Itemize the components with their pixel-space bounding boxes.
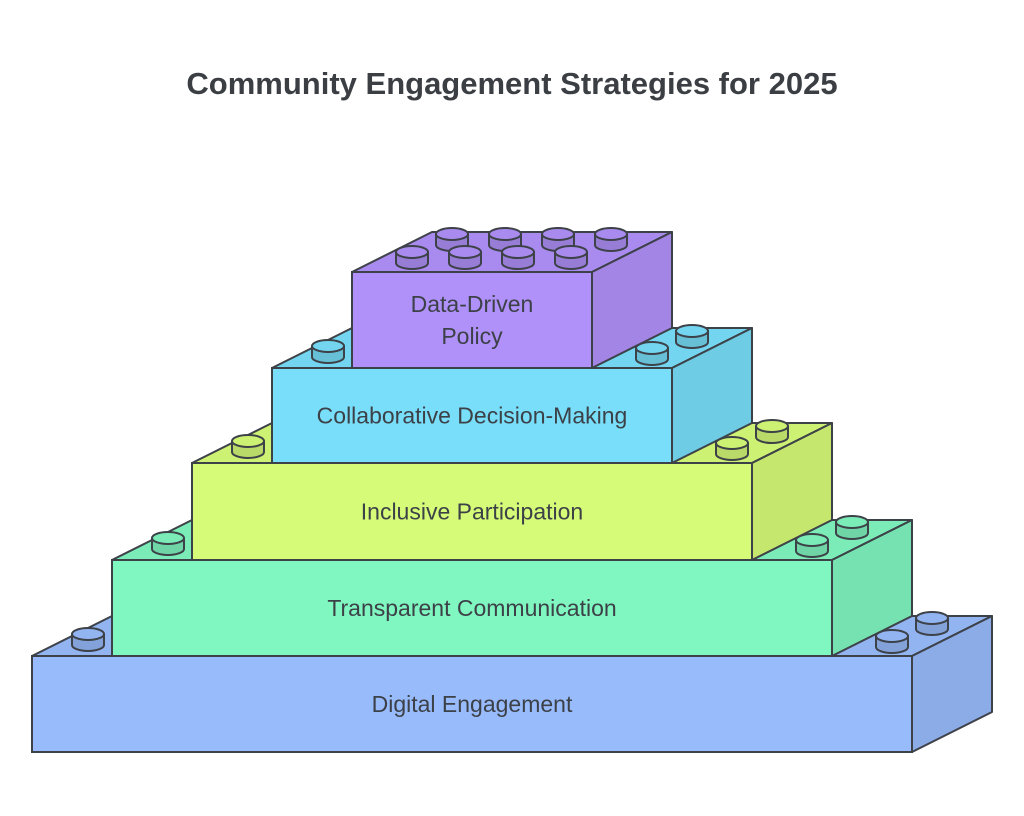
brick-stud (71, 627, 105, 652)
diagram-title: Community Engagement Strategies for 2025 (186, 66, 838, 101)
brick-label: Policy (441, 323, 503, 349)
brick-stud (715, 436, 749, 461)
brick-front-face (31, 655, 913, 753)
brick-label: Digital Engagement (372, 691, 573, 717)
brick-stud (915, 611, 949, 636)
brick-front-face (351, 271, 593, 369)
brick-stud (311, 339, 345, 364)
brick-label: Collaborative Decision-Making (317, 403, 628, 429)
brick-stud (795, 533, 829, 558)
brick-stud (395, 245, 429, 270)
brick-stud (635, 341, 669, 366)
brick-stud (594, 227, 628, 252)
brick-label: Data-Driven (411, 291, 534, 317)
brick-label: Inclusive Participation (361, 499, 583, 525)
brick-stud (501, 245, 535, 270)
brick-stud (554, 245, 588, 270)
brick-stud (675, 324, 709, 349)
brick-front-face (271, 367, 673, 464)
brick-stud (755, 419, 789, 444)
brick-front-face (111, 559, 833, 657)
brick-stud (875, 629, 909, 654)
brick-stud (835, 515, 869, 540)
brick-stud (151, 531, 185, 556)
brick-label: Transparent Communication (327, 595, 616, 621)
brick-stud (448, 245, 482, 270)
brick-front-face (191, 462, 753, 561)
brick-stud (231, 434, 265, 459)
